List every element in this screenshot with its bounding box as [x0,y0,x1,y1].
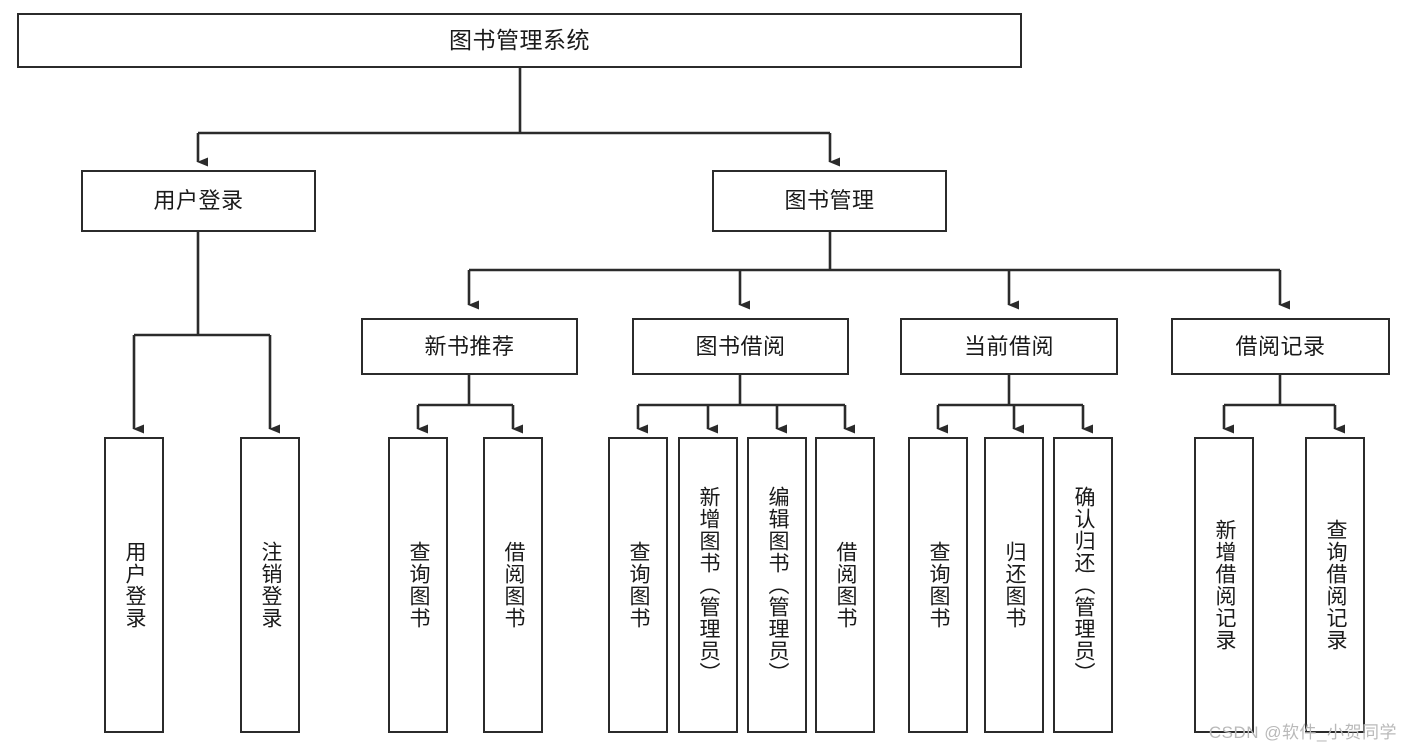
node-root[interactable]: 图书管理系统 [17,13,1022,68]
watermark-text: CSDN @软件_小贺同学 [1208,723,1397,742]
node-leaf-return-book[interactable]: 归还图书 [984,437,1044,733]
node-leaf-edit-book-label: 编辑图书（管理员） [766,486,790,684]
node-leaf-borrow-book-2[interactable]: 借阅图书 [815,437,875,733]
node-leaf-return-book-label: 归还图书 [1003,541,1027,629]
node-leaf-add-book[interactable]: 新增图书（管理员） [678,437,738,733]
node-leaf-user-login[interactable]: 用户登录 [104,437,164,733]
node-root-label: 图书管理系统 [449,26,590,53]
node-borrow-record-label: 借阅记录 [1235,333,1326,359]
node-leaf-borrow-book-1-label: 借阅图书 [502,541,526,629]
node-leaf-query-book-1-label: 查询图书 [407,541,431,629]
node-book-manage-label: 图书管理 [784,188,875,214]
node-book-borrow[interactable]: 图书借阅 [632,318,849,375]
node-book-borrow-label: 图书借阅 [695,333,786,359]
node-new-book-recommend-label: 新书推荐 [424,333,515,359]
node-book-manage[interactable]: 图书管理 [712,170,947,232]
node-leaf-query-book-1[interactable]: 查询图书 [388,437,448,733]
node-user-login[interactable]: 用户登录 [81,170,316,232]
node-leaf-user-login-label: 用户登录 [123,541,147,629]
node-leaf-query-book-3[interactable]: 查询图书 [908,437,968,733]
node-leaf-add-book-label: 新增图书（管理员） [697,486,721,684]
node-current-borrow-label: 当前借阅 [963,333,1054,359]
node-leaf-query-book-2[interactable]: 查询图书 [608,437,668,733]
node-leaf-add-record-label: 新增借阅记录 [1213,519,1237,651]
node-new-book-recommend[interactable]: 新书推荐 [361,318,578,375]
node-user-login-label: 用户登录 [153,188,244,214]
node-leaf-confirm-return[interactable]: 确认归还（管理员） [1053,437,1113,733]
node-leaf-borrow-book-1[interactable]: 借阅图书 [483,437,543,733]
node-leaf-confirm-return-label: 确认归还（管理员） [1072,486,1096,684]
node-leaf-query-book-2-label: 查询图书 [627,541,651,629]
node-current-borrow[interactable]: 当前借阅 [900,318,1118,375]
node-leaf-logout-label: 注销登录 [259,541,283,629]
node-leaf-logout[interactable]: 注销登录 [240,437,300,733]
node-leaf-query-book-3-label: 查询图书 [927,541,951,629]
node-leaf-edit-book[interactable]: 编辑图书（管理员） [747,437,807,733]
node-leaf-query-record-label: 查询借阅记录 [1324,519,1348,651]
node-borrow-record[interactable]: 借阅记录 [1171,318,1390,375]
node-leaf-query-record[interactable]: 查询借阅记录 [1305,437,1365,733]
node-leaf-borrow-book-2-label: 借阅图书 [834,541,858,629]
node-leaf-add-record[interactable]: 新增借阅记录 [1194,437,1254,733]
